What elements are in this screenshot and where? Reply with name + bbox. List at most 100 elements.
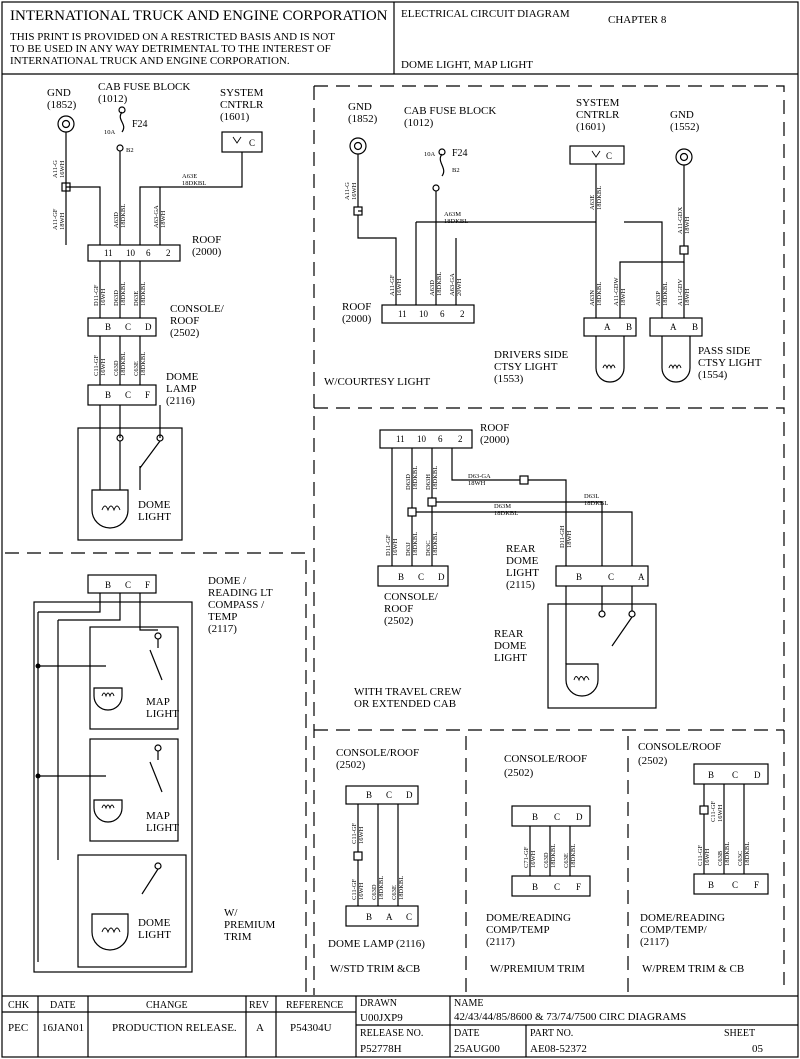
svg-text:11: 11 [104, 248, 113, 258]
roof-connector [379, 429, 473, 449]
svg-text:(2000): (2000) [480, 434, 510, 446]
svg-text:(2502): (2502) [336, 759, 366, 771]
svg-text:(2117): (2117) [208, 623, 237, 635]
svg-text:11: 11 [396, 434, 405, 444]
svg-text:10: 10 [126, 248, 136, 258]
svg-text:CONSOLE/: CONSOLE/ [170, 303, 225, 315]
svg-text:ROOF: ROOF [170, 315, 199, 327]
svg-text:B: B [105, 390, 111, 400]
svg-text:10A: 10A [104, 129, 116, 136]
svg-text:(2502): (2502) [504, 767, 534, 779]
svg-text:DOME: DOME [138, 917, 171, 929]
drawing-name: 42/43/44/85/8600 & 73/74/7500 CIRC DIAGR… [454, 1011, 686, 1023]
system-controller-box [221, 131, 263, 153]
svg-text:(2000): (2000) [192, 246, 222, 258]
svg-text:16WH: 16WH [704, 848, 711, 866]
svg-text:16WH: 16WH [396, 278, 403, 296]
svg-text:DOME LAMP (2116): DOME LAMP (2116) [328, 938, 425, 950]
svg-text:CNTRLR: CNTRLR [576, 109, 620, 121]
svg-text:B: B [366, 912, 372, 922]
svg-text:F24: F24 [132, 119, 148, 130]
svg-text:B: B [708, 880, 714, 890]
svg-text:18DKBL: 18DKBL [662, 282, 669, 306]
svg-text:(1554): (1554) [698, 369, 728, 381]
rear-dome-body [547, 603, 657, 709]
svg-text:LIGHT: LIGHT [494, 652, 527, 664]
svg-text:DOME/READING: DOME/READING [640, 912, 725, 924]
svg-text:18DKBL: 18DKBL [182, 180, 206, 187]
rear-dome-bulb-icon [565, 663, 599, 697]
gnd-1852: (1852) [47, 99, 77, 111]
svg-text:18DKBL: 18DKBL [120, 282, 127, 306]
svg-text:D63H: D63H [425, 474, 432, 490]
svg-text:LIGHT: LIGHT [506, 567, 539, 579]
svg-text:18DKBL: 18DKBL [120, 204, 127, 228]
svg-text:(1852): (1852) [348, 113, 378, 125]
console-roof-connector [377, 565, 449, 587]
premium-connector [87, 574, 157, 594]
svg-text:18DKBL: 18DKBL [140, 352, 147, 376]
svg-text:18DKBL: 18DKBL [494, 510, 518, 517]
svg-text:PASS SIDE: PASS SIDE [698, 345, 751, 357]
svg-text:CONSOLE/ROOF: CONSOLE/ROOF [638, 741, 721, 753]
gnd-label: GND [47, 87, 71, 99]
svg-text:(2502): (2502) [170, 327, 200, 339]
ground-icon [57, 115, 75, 133]
svg-text:B: B [626, 322, 632, 332]
svg-text:(2117): (2117) [640, 936, 669, 948]
svg-text:GND: GND [348, 101, 372, 113]
svg-text:6: 6 [146, 248, 151, 258]
svg-text:TEMP: TEMP [208, 611, 237, 623]
svg-text:COMP/TEMP: COMP/TEMP [486, 924, 550, 936]
svg-text:18WH: 18WH [160, 210, 167, 228]
svg-text:DATE: DATE [50, 1000, 76, 1011]
map-light-1-body [89, 626, 179, 730]
cab-fuse-block-label: CAB FUSE BLOCK [98, 81, 190, 93]
svg-text:18DKBL: 18DKBL [724, 842, 731, 866]
splice [679, 245, 689, 255]
company-name: INTERNATIONAL TRUCK AND ENGINE CORPORATI… [10, 8, 388, 24]
svg-text:C63B: C63B [717, 850, 724, 866]
svg-text:C71-GF: C71-GF [523, 846, 530, 868]
svg-text:(2115): (2115) [506, 579, 535, 591]
svg-text:CHANGE: CHANGE [146, 1000, 188, 1011]
svg-text:LIGHT: LIGHT [146, 822, 179, 834]
svg-text:DOME: DOME [166, 371, 199, 383]
header: INTERNATIONAL TRUCK AND ENGINE CORPORATI… [10, 8, 667, 71]
std-trim-panel: CONSOLE/ROOF (2502) B C D C11-GF 16WH C1… [328, 747, 425, 975]
svg-text:10: 10 [419, 309, 429, 319]
svg-text:DOME: DOME [494, 640, 527, 652]
svg-text:A11-GF: A11-GF [52, 208, 59, 230]
svg-text:CNTRLR: CNTRLR [220, 99, 264, 111]
svg-text:D63-GA: D63-GA [468, 473, 491, 480]
svg-text:CONSOLE/ROOF: CONSOLE/ROOF [504, 753, 587, 765]
svg-text:D: D [576, 812, 583, 822]
title-block: CHK PEC DATE 16JAN01 CHANGE PRODUCTION R… [2, 995, 798, 1057]
splice [353, 851, 363, 861]
svg-text:B: B [532, 812, 538, 822]
svg-text:A63E: A63E [589, 195, 596, 210]
svg-text:18WH: 18WH [59, 212, 66, 230]
svg-text:18WH: 18WH [468, 480, 486, 487]
svg-text:LAMP: LAMP [166, 383, 197, 395]
svg-text:W/COURTESY LIGHT: W/COURTESY LIGHT [324, 376, 430, 388]
svg-text:B: B [366, 790, 372, 800]
svg-text:PART NO.: PART NO. [530, 1028, 573, 1039]
pass-ctsy-connector [649, 317, 703, 337]
svg-text:W/PREMIUM TRIM: W/PREMIUM TRIM [490, 963, 585, 975]
svg-text:SYSTEM: SYSTEM [576, 97, 620, 109]
svg-text:18DKBL: 18DKBL [584, 500, 608, 507]
svg-text:D63D: D63D [113, 290, 120, 306]
svg-text:ROOF: ROOF [342, 301, 371, 313]
svg-text:16WH: 16WH [358, 826, 365, 844]
svg-text:(2000): (2000) [342, 313, 372, 325]
map-bulb-2-icon [93, 799, 123, 823]
svg-text:A11-GDW: A11-GDW [613, 276, 620, 306]
svg-text:B: B [105, 322, 111, 332]
switch-icon [141, 868, 159, 895]
svg-text:(1553): (1553) [494, 373, 524, 385]
svg-text:REAR: REAR [494, 628, 524, 640]
svg-text:A11-GF: A11-GF [389, 274, 396, 296]
svg-text:(1552): (1552) [670, 121, 700, 133]
